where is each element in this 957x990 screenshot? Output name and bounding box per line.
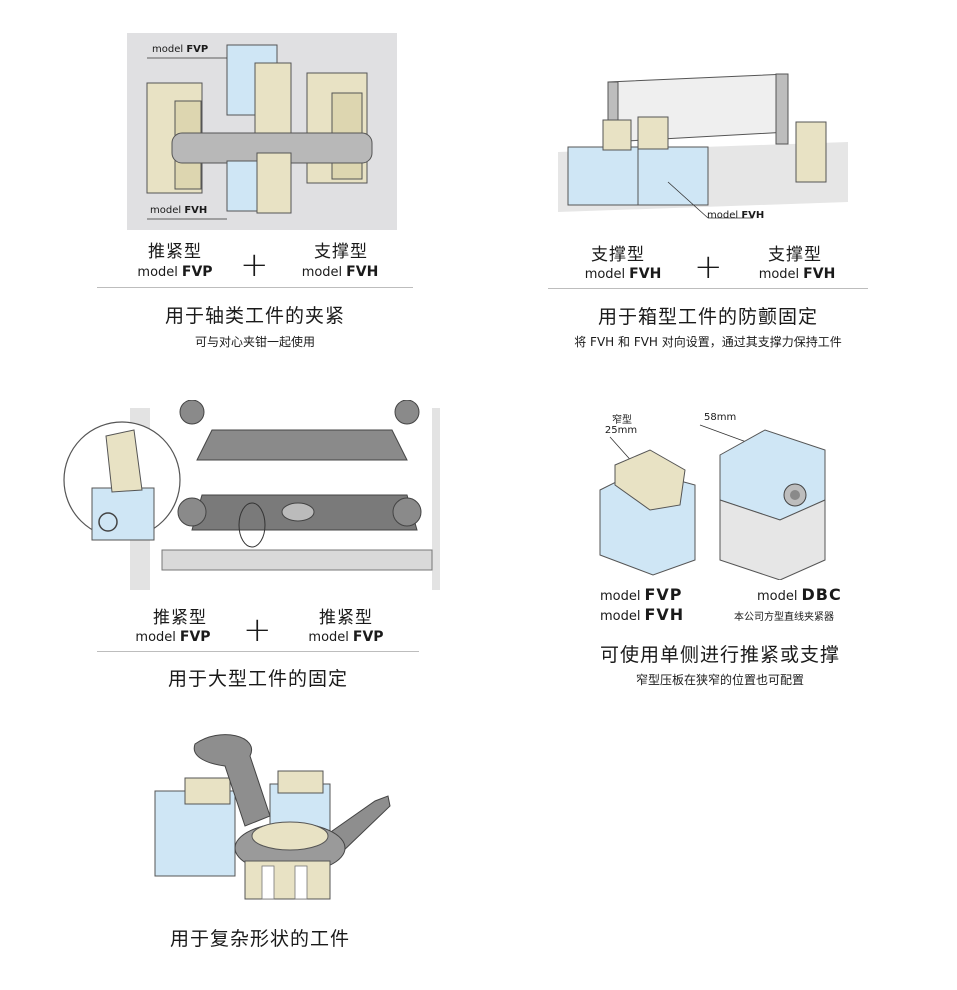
clamp-comparison-illustration: [599, 424, 826, 580]
img-label-fvh: model FVH: [150, 205, 208, 216]
right-clamp-type: 推紧型: [319, 608, 373, 628]
wide-dimension: 58mm: [704, 412, 737, 423]
section-title: 用于大型工件的固定: [167, 668, 348, 690]
narrow-dimension: 25mm: [604, 425, 638, 436]
section-subtitle: 将 FVH 和 FVH 对向设置，通过其支撑力保持工件: [574, 335, 842, 349]
left-clamp-type: 推紧型: [153, 608, 207, 628]
section-subtitle: 窄型压板在狭窄的位置也可配置: [635, 673, 804, 687]
img-label-fvp: model FVP: [152, 44, 209, 55]
large-fixture-illustration: [63, 400, 440, 590]
shaft-clamping-illustration: [127, 33, 397, 230]
plus-sign: +: [694, 247, 723, 287]
right-clamp-type: 支撑型: [768, 245, 822, 265]
complex-workpiece-illustration: [154, 734, 391, 900]
divider: [97, 651, 419, 652]
left-clamp-type: 推紧型: [148, 242, 202, 262]
img-label-fvh: model FVH: [707, 210, 765, 221]
box-workpiece-illustration: [558, 73, 848, 219]
section-title: 可使用单侧进行推紧或支撑: [599, 644, 840, 666]
section-title: 用于轴类工件的夹紧: [164, 305, 345, 327]
section-title: 用于箱型工件的防颤固定: [597, 306, 818, 328]
plus-sign: +: [240, 245, 269, 285]
section-subtitle: 可与对心夹钳一起使用: [194, 335, 315, 349]
divider: [548, 288, 868, 289]
narrow-label: 窄型: [612, 415, 632, 426]
section-title: 用于复杂形状的工件: [169, 928, 350, 950]
left-clamp-type: 支撑型: [591, 245, 645, 265]
right-clamp-type: 支撑型: [314, 242, 368, 262]
dbc-description: 本公司方型直线夹紧器: [734, 612, 834, 623]
plus-sign: +: [243, 610, 272, 650]
divider: [97, 287, 413, 288]
